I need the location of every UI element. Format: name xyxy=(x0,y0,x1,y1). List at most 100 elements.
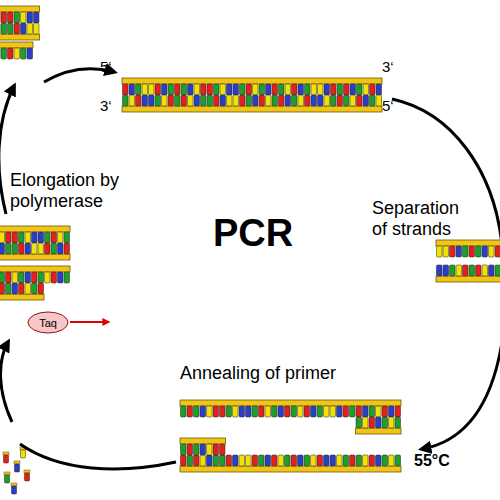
nucleotide-base xyxy=(58,243,64,254)
nucleotide-base xyxy=(395,406,401,417)
sugar-backbone xyxy=(356,428,402,434)
nucleotide-base xyxy=(304,406,310,417)
sugar-backbone xyxy=(0,42,33,48)
nucleotide-base xyxy=(450,246,456,257)
nucleotide-base xyxy=(363,455,369,466)
nucleotide-base xyxy=(469,265,475,276)
cycle-arrow xyxy=(20,444,176,469)
nucleotide-base xyxy=(330,406,336,417)
nucleotide-base xyxy=(265,406,271,417)
nucleotide-base xyxy=(32,243,38,254)
nucleotide-base xyxy=(343,406,349,417)
nucleotide-base xyxy=(207,95,213,106)
cycle-arrow xyxy=(422,318,500,449)
nucleotide-base xyxy=(285,84,291,95)
nucleotide-base xyxy=(21,12,27,23)
nucleotide-base xyxy=(51,272,57,283)
nucleotide-base xyxy=(175,84,181,95)
nucleotide-base xyxy=(136,84,142,95)
nucleotide-base xyxy=(19,243,25,254)
nucleotide-base xyxy=(21,23,27,34)
dna-strand xyxy=(180,455,401,472)
nucleotide-base xyxy=(220,444,226,455)
nucleotide-sugar xyxy=(24,470,30,473)
nucleotide-base xyxy=(463,246,469,257)
nucleotide-base xyxy=(220,95,226,106)
nucleotide-base xyxy=(168,84,174,95)
nucleotide-base xyxy=(369,417,375,428)
nucleotide-base xyxy=(0,272,5,283)
nucleotide-base xyxy=(298,84,304,95)
nucleotide-base xyxy=(6,243,12,254)
nucleotide-base xyxy=(350,95,356,106)
nucleotide-base xyxy=(363,95,369,106)
nucleotide-base xyxy=(168,95,174,106)
nucleotide-base xyxy=(343,455,349,466)
nucleotide-base xyxy=(187,455,193,466)
nucleotide-base xyxy=(201,84,207,95)
diagram-title: PCR xyxy=(188,212,318,256)
nucleotide-base xyxy=(12,486,17,494)
dna-strand xyxy=(0,243,70,260)
nucleotide-base xyxy=(162,84,168,95)
nucleotide-base xyxy=(187,406,193,417)
nucleotide-base xyxy=(194,95,200,106)
nucleotide-base xyxy=(363,417,369,428)
nucleotide-base xyxy=(285,455,291,466)
nucleotide-base xyxy=(443,265,449,276)
nucleotide-base xyxy=(129,95,135,106)
nucleotide-base xyxy=(27,48,33,59)
nucleotide-base xyxy=(6,283,12,294)
nucleotide-base xyxy=(8,12,14,23)
nucleotide-base xyxy=(443,246,449,257)
nucleotide-base xyxy=(337,455,343,466)
cycle-arrow xyxy=(1,342,12,422)
nucleotide-base xyxy=(376,406,382,417)
nucleotide-base xyxy=(32,232,38,243)
dna-strands xyxy=(0,6,500,494)
nucleotide-base xyxy=(201,95,207,106)
sugar-backbone xyxy=(0,6,40,12)
nucleotide-base xyxy=(27,23,33,34)
nucleotide-base xyxy=(162,95,168,106)
nucleotide-base xyxy=(324,406,330,417)
nucleotide-base xyxy=(253,84,259,95)
nucleotide-base xyxy=(376,95,382,106)
nucleotide-base xyxy=(382,406,388,417)
nucleotide-base xyxy=(482,246,488,257)
nucleotide-base xyxy=(1,12,7,23)
nucleotide-base xyxy=(12,272,18,283)
nucleotide-base xyxy=(58,272,64,283)
step-label: Separation of strands xyxy=(372,198,476,239)
nucleotide-base xyxy=(220,84,226,95)
sugar-backbone xyxy=(180,400,401,406)
nucleotide-base xyxy=(450,265,456,276)
nucleotide-base xyxy=(253,95,259,106)
dna-strand xyxy=(0,6,40,23)
nucleotide-base xyxy=(207,444,213,455)
nucleotide-base xyxy=(482,265,488,276)
nucleotide-base xyxy=(0,283,5,294)
nucleotide-base xyxy=(318,84,324,95)
nucleotide-base xyxy=(376,417,382,428)
nucleotide-base xyxy=(4,455,9,463)
nucleotide-base xyxy=(38,243,44,254)
nucleotide-base xyxy=(188,95,194,106)
dna-strand xyxy=(180,400,401,417)
nucleotide-base xyxy=(0,243,5,254)
nucleotide-base xyxy=(233,84,239,95)
nucleotide-base xyxy=(123,95,129,106)
nucleotide-base xyxy=(220,455,226,466)
nucleotide-base xyxy=(8,23,14,34)
nucleotide-sugar xyxy=(3,452,9,455)
nucleotide-base xyxy=(149,95,155,106)
nucleotide-base xyxy=(285,95,291,106)
dna-strand xyxy=(0,42,33,59)
polymerase-enzyme: Taq xyxy=(27,311,69,334)
nucleotide-base xyxy=(389,455,395,466)
nucleotide-base xyxy=(272,84,278,95)
nucleotide-base xyxy=(266,95,272,106)
nucleotide-base xyxy=(278,455,284,466)
nucleotide-base xyxy=(304,455,310,466)
nucleotide-base xyxy=(45,272,51,283)
